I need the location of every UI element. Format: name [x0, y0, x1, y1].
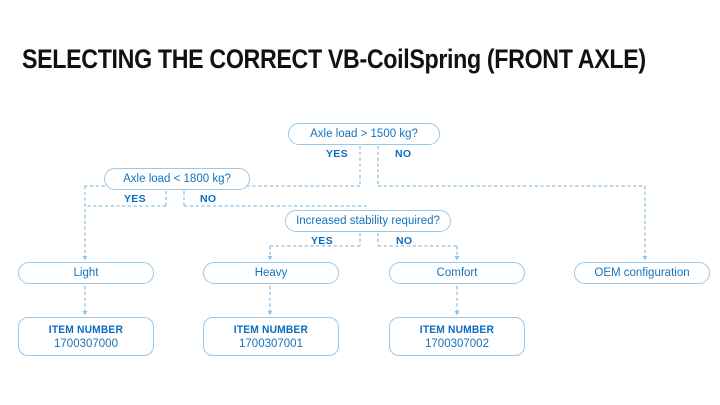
branch-label-d1-no: NO: [395, 148, 412, 160]
branch-label-d1-yes: YES: [326, 148, 348, 160]
decision-node-increased-stability[interactable]: Increased stability required?: [285, 210, 451, 232]
decision-node-axle-load-1500[interactable]: Axle load > 1500 kg?: [288, 123, 440, 145]
branch-label-d3-yes: YES: [311, 235, 333, 247]
item-number-box-light[interactable]: ITEM NUMBER 1700307000: [18, 317, 154, 356]
item-number-box-comfort[interactable]: ITEM NUMBER 1700307002: [389, 317, 525, 356]
item-number-header: ITEM NUMBER: [419, 323, 495, 336]
result-label: Light: [73, 267, 99, 279]
item-number-value: 1700307002: [425, 337, 489, 350]
branch-label-d3-no: NO: [396, 235, 413, 247]
result-label: Comfort: [436, 267, 478, 279]
decision-label: Increased stability required?: [296, 215, 440, 227]
item-number-value: 1700307000: [54, 337, 118, 350]
item-number-value: 1700307001: [239, 337, 303, 350]
result-node-oem-configuration[interactable]: OEM configuration: [574, 262, 710, 284]
item-number-header: ITEM NUMBER: [48, 323, 124, 336]
page-title: SELECTING THE CORRECT VB-CoilSpring (FRO…: [22, 44, 646, 74]
branch-label-d2-no: NO: [200, 193, 217, 205]
result-node-light[interactable]: Light: [18, 262, 154, 284]
item-number-header: ITEM NUMBER: [233, 323, 309, 336]
result-label: Heavy: [254, 267, 288, 279]
result-node-heavy[interactable]: Heavy: [203, 262, 339, 284]
decision-node-axle-load-1800[interactable]: Axle load < 1800 kg?: [104, 168, 250, 190]
result-label: OEM configuration: [594, 267, 690, 279]
item-number-box-heavy[interactable]: ITEM NUMBER 1700307001: [203, 317, 339, 356]
branch-label-d2-yes: YES: [124, 193, 146, 205]
decision-label: Axle load < 1800 kg?: [123, 173, 231, 185]
decision-label: Axle load > 1500 kg?: [310, 128, 418, 140]
result-node-comfort[interactable]: Comfort: [389, 262, 525, 284]
